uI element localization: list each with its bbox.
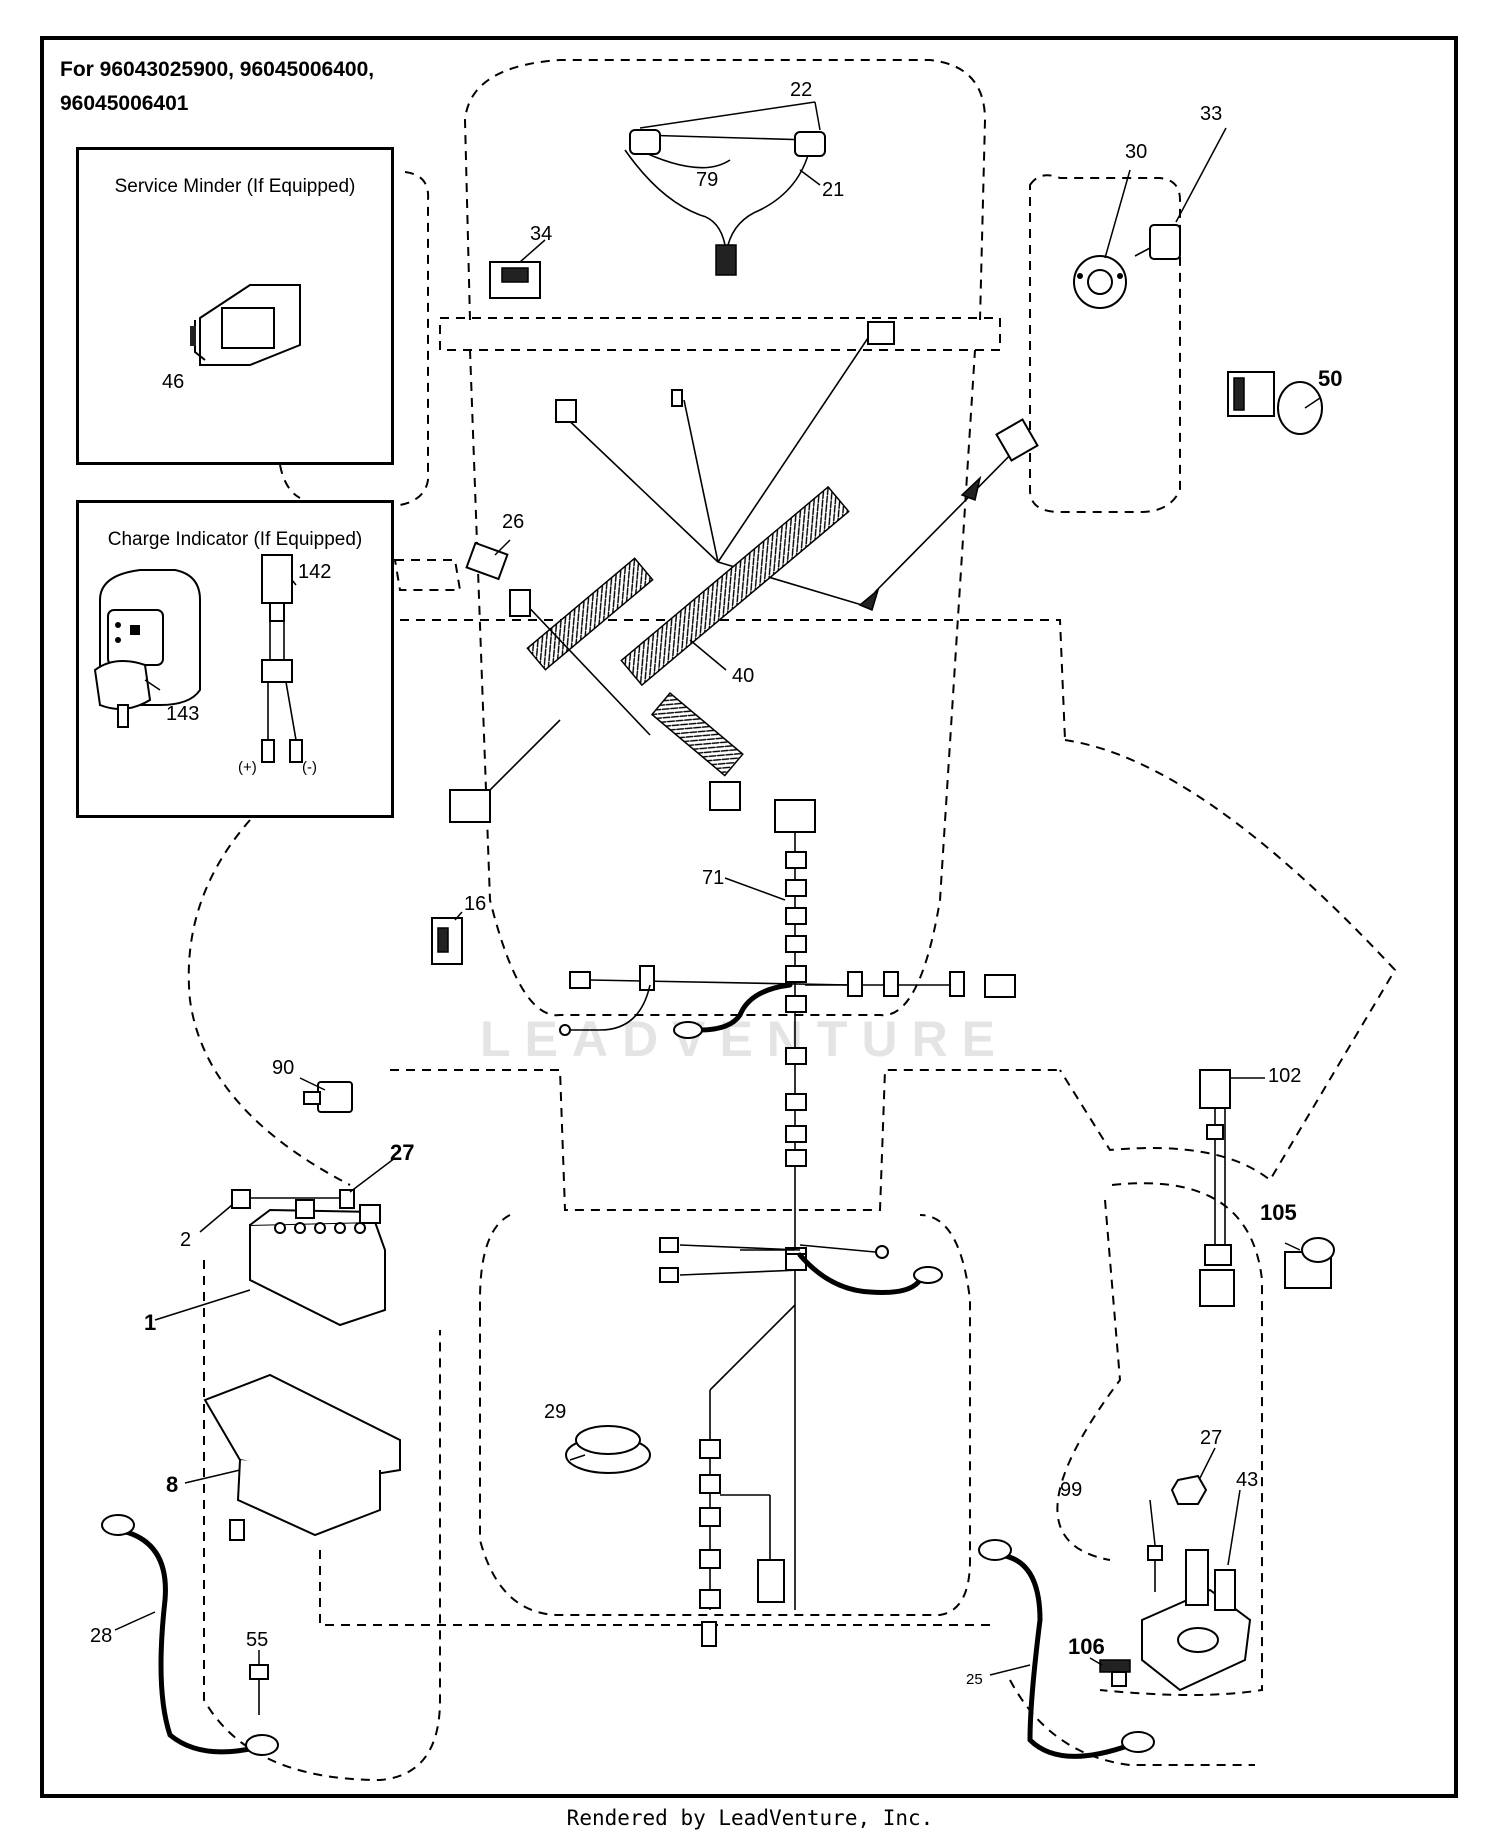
pto-switch: [1227, 371, 1323, 435]
model-numbers-line-1: For 96043025900, 96045006400,: [60, 58, 375, 81]
callout-8: 8: [166, 1472, 178, 1497]
callout-102: 102: [1268, 1065, 1301, 1087]
ignition-switch: [1073, 255, 1127, 309]
light-switch: [489, 261, 541, 299]
footer-credit: Rendered by LeadVenture, Inc.: [566, 1806, 934, 1830]
callout-1: 1: [144, 1310, 156, 1335]
battery-tray: [203, 1373, 401, 1541]
fuse-holder: [303, 1081, 353, 1113]
callout-30: 30: [1125, 141, 1147, 163]
callout-25: 25: [966, 1671, 983, 1688]
callout-27-solenoid: 27: [1200, 1427, 1222, 1449]
ground-bolt: [249, 1664, 269, 1715]
battery-cable-negative: [101, 1514, 279, 1756]
callout-33: 33: [1200, 103, 1222, 125]
interlock-module: [1284, 1237, 1335, 1289]
battery: [249, 1199, 386, 1327]
callout-55: 55: [246, 1629, 268, 1651]
charge-indicator-inset: Charge Indicator (If Equipped): [76, 500, 394, 818]
starter-solenoid: [1141, 1549, 1252, 1692]
callout-29: 29: [544, 1401, 566, 1423]
callout-34: 34: [530, 223, 552, 245]
battery-nut: [339, 1189, 355, 1209]
callout-27-battery: 27: [390, 1140, 414, 1165]
diagram-frame: [40, 36, 1458, 1798]
callout-16: 16: [464, 893, 486, 915]
headlight-harness: [624, 129, 826, 276]
callout-26: 26: [502, 511, 524, 533]
starter-cable: [978, 1539, 1155, 1759]
seat-switch: [431, 917, 463, 965]
wire-clip: [1099, 1659, 1131, 1687]
service-minder-title: Service Minder (If Equipped): [114, 176, 356, 197]
callout-43: 43: [1236, 1469, 1258, 1491]
callout-90: 90: [272, 1057, 294, 1079]
callout-50: 50: [1318, 366, 1342, 391]
model-numbers-line-2: 96045006401: [60, 92, 189, 115]
callout-71: 71: [702, 867, 724, 889]
charge-indicator-title: Charge Indicator (If Equipped): [107, 529, 363, 550]
chassis-wire-harness: [559, 799, 1016, 1647]
callout-79: 79: [696, 169, 718, 191]
callout-106: 106: [1068, 1634, 1105, 1659]
callout-2: 2: [180, 1229, 191, 1251]
callout-99: 99: [1060, 1479, 1082, 1501]
callout-105: 105: [1260, 1200, 1297, 1225]
ignition-key: [1134, 224, 1181, 260]
solenoid-nut: [1170, 1474, 1208, 1505]
hour-meter-grommet: [565, 1425, 651, 1474]
brake-switch-harness: [1199, 1069, 1235, 1307]
callout-40: 40: [732, 665, 754, 687]
service-minder-inset: Service Minder (If Equipped): [76, 147, 394, 465]
main-wire-harness: [449, 321, 1039, 823]
callout-28: 28: [90, 1625, 112, 1647]
solenoid-screw: [1147, 1545, 1163, 1592]
harness-connectors: [785, 851, 807, 1271]
battery-bolt: [231, 1189, 340, 1209]
chassis-outline: [187, 59, 1397, 1782]
callout-21: 21: [822, 179, 844, 201]
callout-22: 22: [790, 79, 812, 101]
